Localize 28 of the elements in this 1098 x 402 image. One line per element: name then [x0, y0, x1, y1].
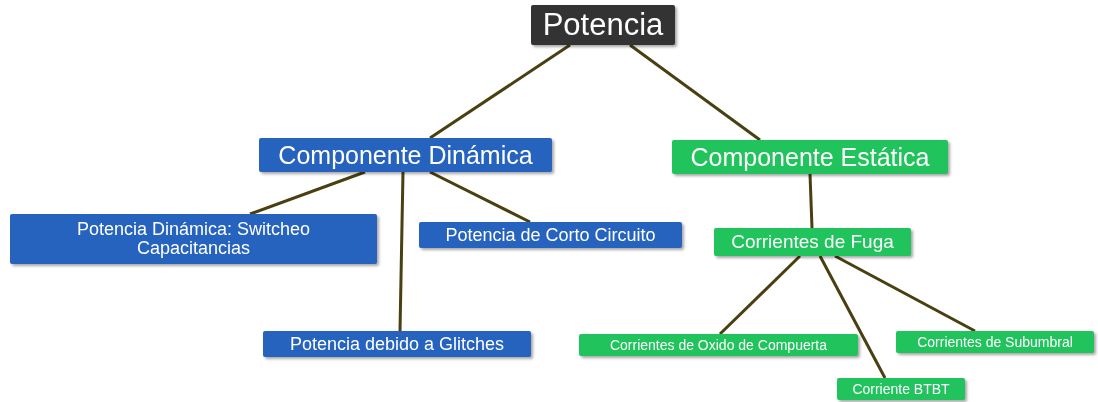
- topic-box: [896, 331, 1094, 353]
- connector-line: [808, 173, 814, 229]
- topic-label: Corrientes de Fuga: [731, 232, 894, 252]
- topic-box: [531, 5, 675, 45]
- topic-box: [419, 222, 682, 248]
- connector-line: [629, 43, 761, 142]
- topic-box: [714, 228, 911, 256]
- topic-label: Corrientes de Subumbral: [917, 334, 1073, 350]
- topic-label: Potencia: [542, 8, 664, 42]
- topic-box: [259, 138, 552, 172]
- connector-line: [718, 254, 802, 336]
- topic-label: Potencia Dinámica: Switcheo Capacitancias: [75, 220, 312, 258]
- topic-label: Componente Dinámica: [278, 141, 533, 169]
- topic-box: [263, 331, 531, 357]
- topic-box: [672, 140, 948, 174]
- connector-line: [249, 170, 366, 216]
- topic-box: [579, 334, 858, 356]
- topic-box: [10, 214, 377, 264]
- topic-label: Potencia de Corto Circuito: [445, 225, 656, 245]
- connector-line: [429, 170, 531, 224]
- topic-label: Corrientes de Oxido de Compuerta: [609, 337, 828, 353]
- topic-label: Corriente BTBT: [852, 381, 950, 397]
- topic-label: Potencia debido a Glitches: [289, 334, 505, 354]
- connector-line: [834, 254, 976, 333]
- topic-label: Componente Estática: [690, 143, 930, 171]
- connector-line: [429, 43, 571, 140]
- connector-line: [398, 171, 405, 332]
- topic-box: [837, 378, 965, 400]
